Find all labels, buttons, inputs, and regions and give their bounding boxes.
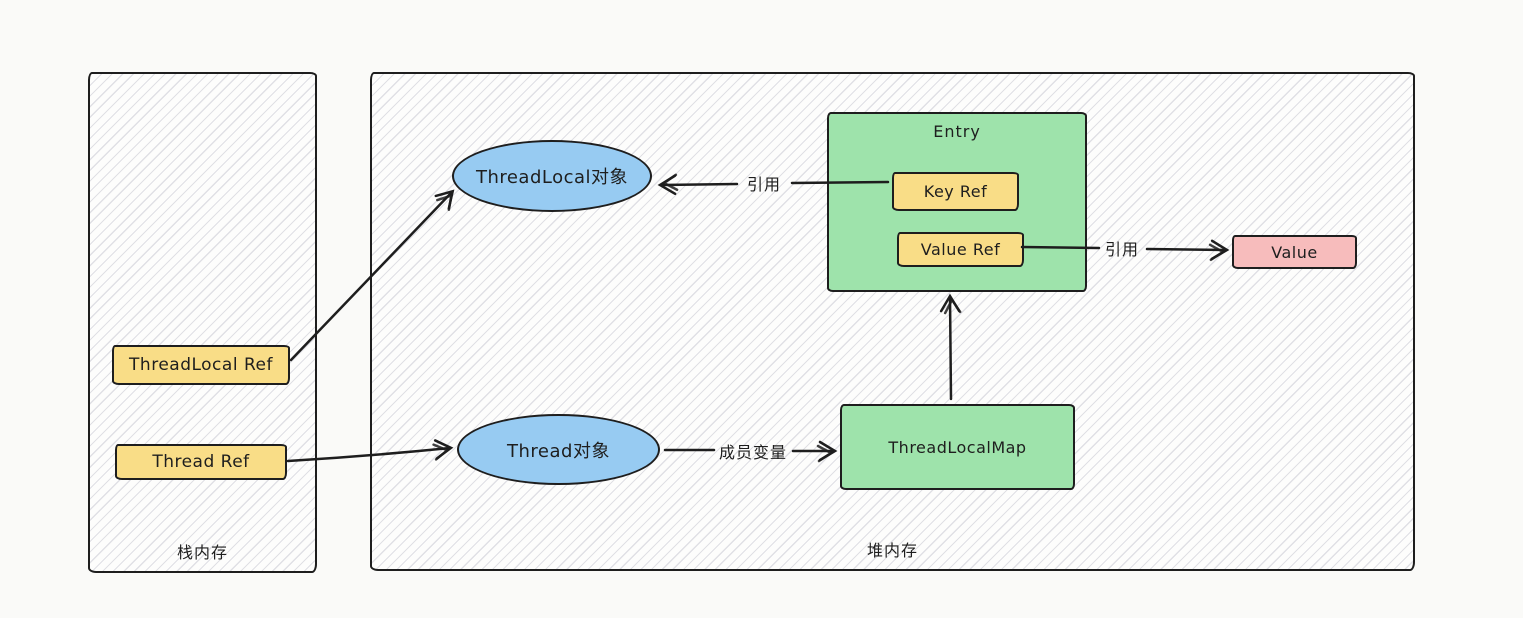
key-ref-box: Key Ref [892,172,1019,211]
edge-label-reference-key: 引用 [746,175,782,194]
stack-memory-label: 栈内存 [176,543,229,562]
threadlocal-object-label: ThreadLocal对象 [475,167,629,188]
thread-ref-box: Thread Ref [115,444,287,480]
value-label: Value [1271,242,1318,262]
stack-memory-region: ThreadLocal Ref Thread Ref 栈内存 [88,72,317,573]
heap-memory-label: 堆内存 [866,541,919,560]
threadlocal-ref-box: ThreadLocal Ref [112,345,290,385]
key-ref-label: Key Ref [923,182,988,201]
entry-box: Entry Key Ref Value Ref [827,112,1087,292]
thread-ref-label: Thread Ref [152,452,250,472]
threadlocal-ref-label: ThreadLocal Ref [129,355,273,375]
thread-object-ellipse: Thread对象 [457,414,660,485]
threadlocalmap-box: ThreadLocalMap [840,404,1075,490]
threadlocal-object-ellipse: ThreadLocal对象 [452,140,652,212]
thread-object-label: Thread对象 [507,440,610,462]
value-ref-label: Value Ref [920,240,1001,259]
value-ref-box: Value Ref [897,232,1024,267]
threadlocalmap-label: ThreadLocalMap [888,437,1027,457]
edge-label-reference-value: 引用 [1104,240,1140,259]
heap-memory-region: ThreadLocal对象 Thread对象 Entry Key Ref Val… [370,72,1415,571]
value-box: Value [1232,235,1357,269]
entry-label: Entry [933,122,981,141]
edge-label-member-variable: 成员变量 [718,443,788,462]
